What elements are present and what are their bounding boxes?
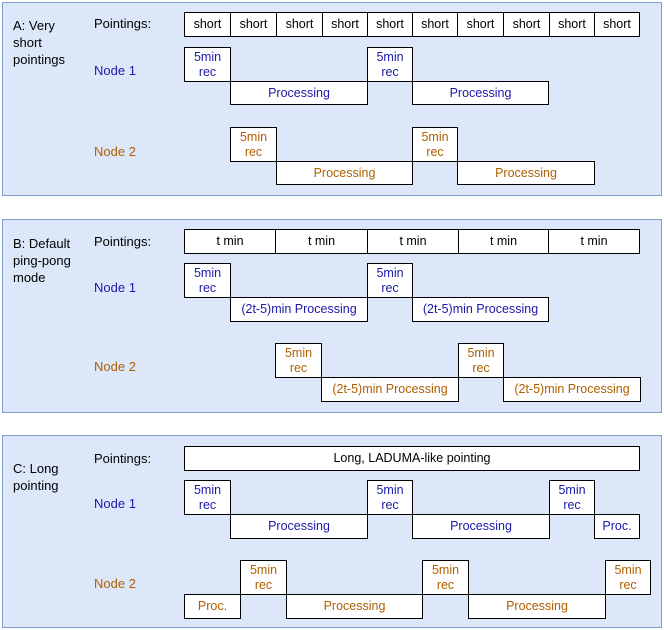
- node2-processing-block: Processing: [468, 594, 606, 619]
- node1-processing-block: (2t-5)min Processing: [412, 297, 549, 322]
- pointing-cell: t min: [367, 229, 459, 254]
- node2-rec-block: 5min rec: [412, 127, 458, 162]
- node2-processing-block: (2t-5)min Processing: [321, 377, 459, 402]
- node2-processing-block: Proc.: [184, 594, 241, 619]
- panel-c-label: C: Long pointing: [13, 461, 59, 493]
- pointing-cell: short: [367, 12, 413, 37]
- pointing-cell: short: [594, 12, 640, 37]
- node1-processing-block: Proc.: [594, 514, 640, 539]
- pointing-cell: short: [322, 12, 368, 37]
- panel-c-node2-label: Node 2: [94, 576, 136, 591]
- node2-processing-block: Processing: [286, 594, 423, 619]
- node1-processing-block: (2t-5)min Processing: [230, 297, 368, 322]
- panel-a-node1-label: Node 1: [94, 63, 136, 78]
- node1-rec-block: 5min rec: [367, 263, 413, 298]
- node1-rec-block: 5min rec: [549, 480, 595, 515]
- node2-rec-block: 5min rec: [240, 560, 287, 595]
- panel-b-node1-label: Node 1: [94, 280, 136, 295]
- node1-rec-block: 5min rec: [184, 263, 231, 298]
- node2-rec-block: 5min rec: [422, 560, 469, 595]
- panel-b-node2-label: Node 2: [94, 359, 136, 374]
- node1-processing-block: Processing: [230, 514, 368, 539]
- node1-rec-block: 5min rec: [367, 480, 413, 515]
- node1-rec-block: 5min rec: [184, 47, 231, 82]
- node2-processing-block: Processing: [276, 161, 413, 185]
- panel-c-node1-label: Node 1: [94, 496, 136, 511]
- panel-b-pointings-label: Pointings:: [94, 234, 152, 249]
- panel-b-label: B: Default ping-pong mode: [13, 236, 71, 285]
- pointing-cell: short: [549, 12, 595, 37]
- node1-processing-block: Processing: [412, 81, 549, 105]
- pointing-cell: short: [412, 12, 458, 37]
- node2-rec-block: 5min rec: [458, 343, 504, 378]
- pointing-cell: t min: [275, 229, 368, 254]
- panel-a-label: A: Very short pointings: [13, 18, 66, 67]
- node2-rec-block: 5min rec: [275, 343, 322, 378]
- pointing-cell: short: [184, 12, 231, 37]
- panel-a-node2-label: Node 2: [94, 144, 136, 159]
- panel-a-pointings-label: Pointings:: [94, 16, 152, 31]
- pointing-cell: t min: [184, 229, 276, 254]
- pointing-cell: short: [503, 12, 550, 37]
- node2-processing-block: (2t-5)min Processing: [503, 377, 641, 402]
- pointing-cell: short: [230, 12, 277, 37]
- node2-rec-block: 5min rec: [605, 560, 651, 595]
- node1-rec-block: 5min rec: [184, 480, 231, 515]
- pointing-cell: t min: [458, 229, 549, 254]
- pointing-cell: short: [457, 12, 504, 37]
- pointing-cell: short: [276, 12, 323, 37]
- node1-rec-block: 5min rec: [367, 47, 413, 82]
- pointing-cell: Long, LADUMA-like pointing: [184, 446, 640, 471]
- node2-processing-block: Processing: [457, 161, 595, 185]
- node2-rec-block: 5min rec: [230, 127, 277, 162]
- node1-processing-block: Processing: [412, 514, 550, 539]
- panel-c-pointings-label: Pointings:: [94, 451, 152, 466]
- pointing-cell: t min: [548, 229, 640, 254]
- node1-processing-block: Processing: [230, 81, 368, 105]
